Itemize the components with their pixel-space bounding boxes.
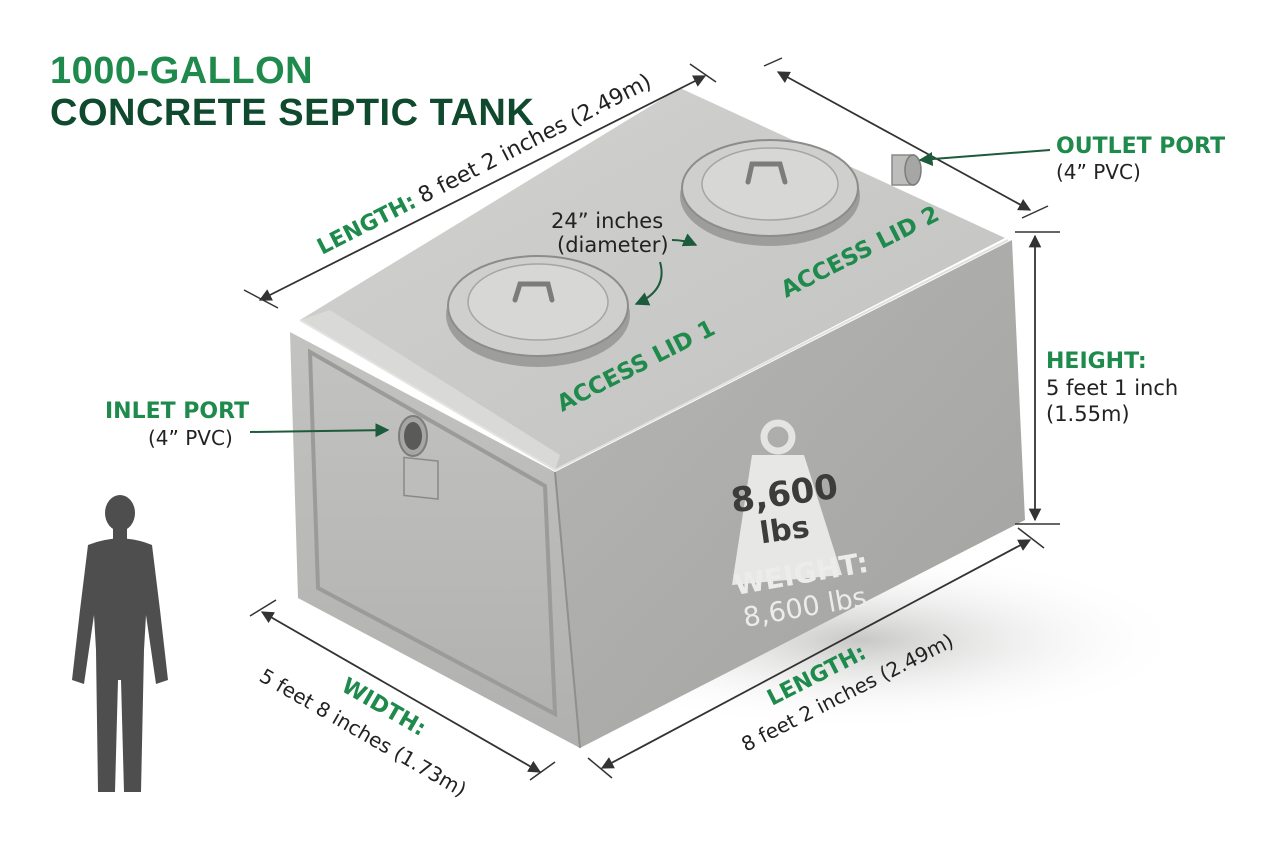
weight-badge-unit: lbs — [758, 510, 812, 552]
height-label: HEIGHT: — [1046, 349, 1147, 374]
length-top-dimension — [243, 63, 717, 309]
tank-end-recess — [307, 348, 558, 718]
inlet-port-title: INLET PORT — [105, 399, 249, 424]
height-value-line2: (1.55m) — [1046, 402, 1130, 426]
outlet-arrow — [918, 149, 1051, 167]
lid-size-line1: 24” inches — [551, 209, 663, 233]
page-title-line2: CONCRETE SEPTIC TANK — [50, 92, 535, 134]
height-dimension — [1015, 231, 1060, 525]
length-bottom-dimension — [587, 527, 1045, 779]
page-title-line1: 1000-GALLON — [50, 50, 314, 92]
lid-size-line2: (diameter) — [557, 233, 669, 257]
tank-top-rim — [300, 310, 560, 470]
outlet-port[interactable] — [891, 154, 922, 186]
access-lid-2[interactable] — [680, 139, 860, 246]
inlet-arrow — [249, 423, 390, 438]
width-dimension — [249, 599, 556, 781]
title-block: 1000-GALLON CONCRETE SEPTIC TANK — [50, 50, 534, 134]
outlet-side-dimension — [763, 57, 1049, 219]
access-lid-1[interactable] — [446, 255, 630, 367]
height-value-line1: 5 feet 1 inch — [1046, 376, 1178, 400]
inlet-port[interactable] — [398, 415, 439, 500]
outlet-port-spec: (4” PVC) — [1056, 160, 1141, 184]
inlet-port-spec: (4” PVC) — [148, 426, 233, 450]
human-silhouette-icon — [72, 495, 168, 792]
outlet-port-title: OUTLET PORT — [1056, 134, 1225, 159]
